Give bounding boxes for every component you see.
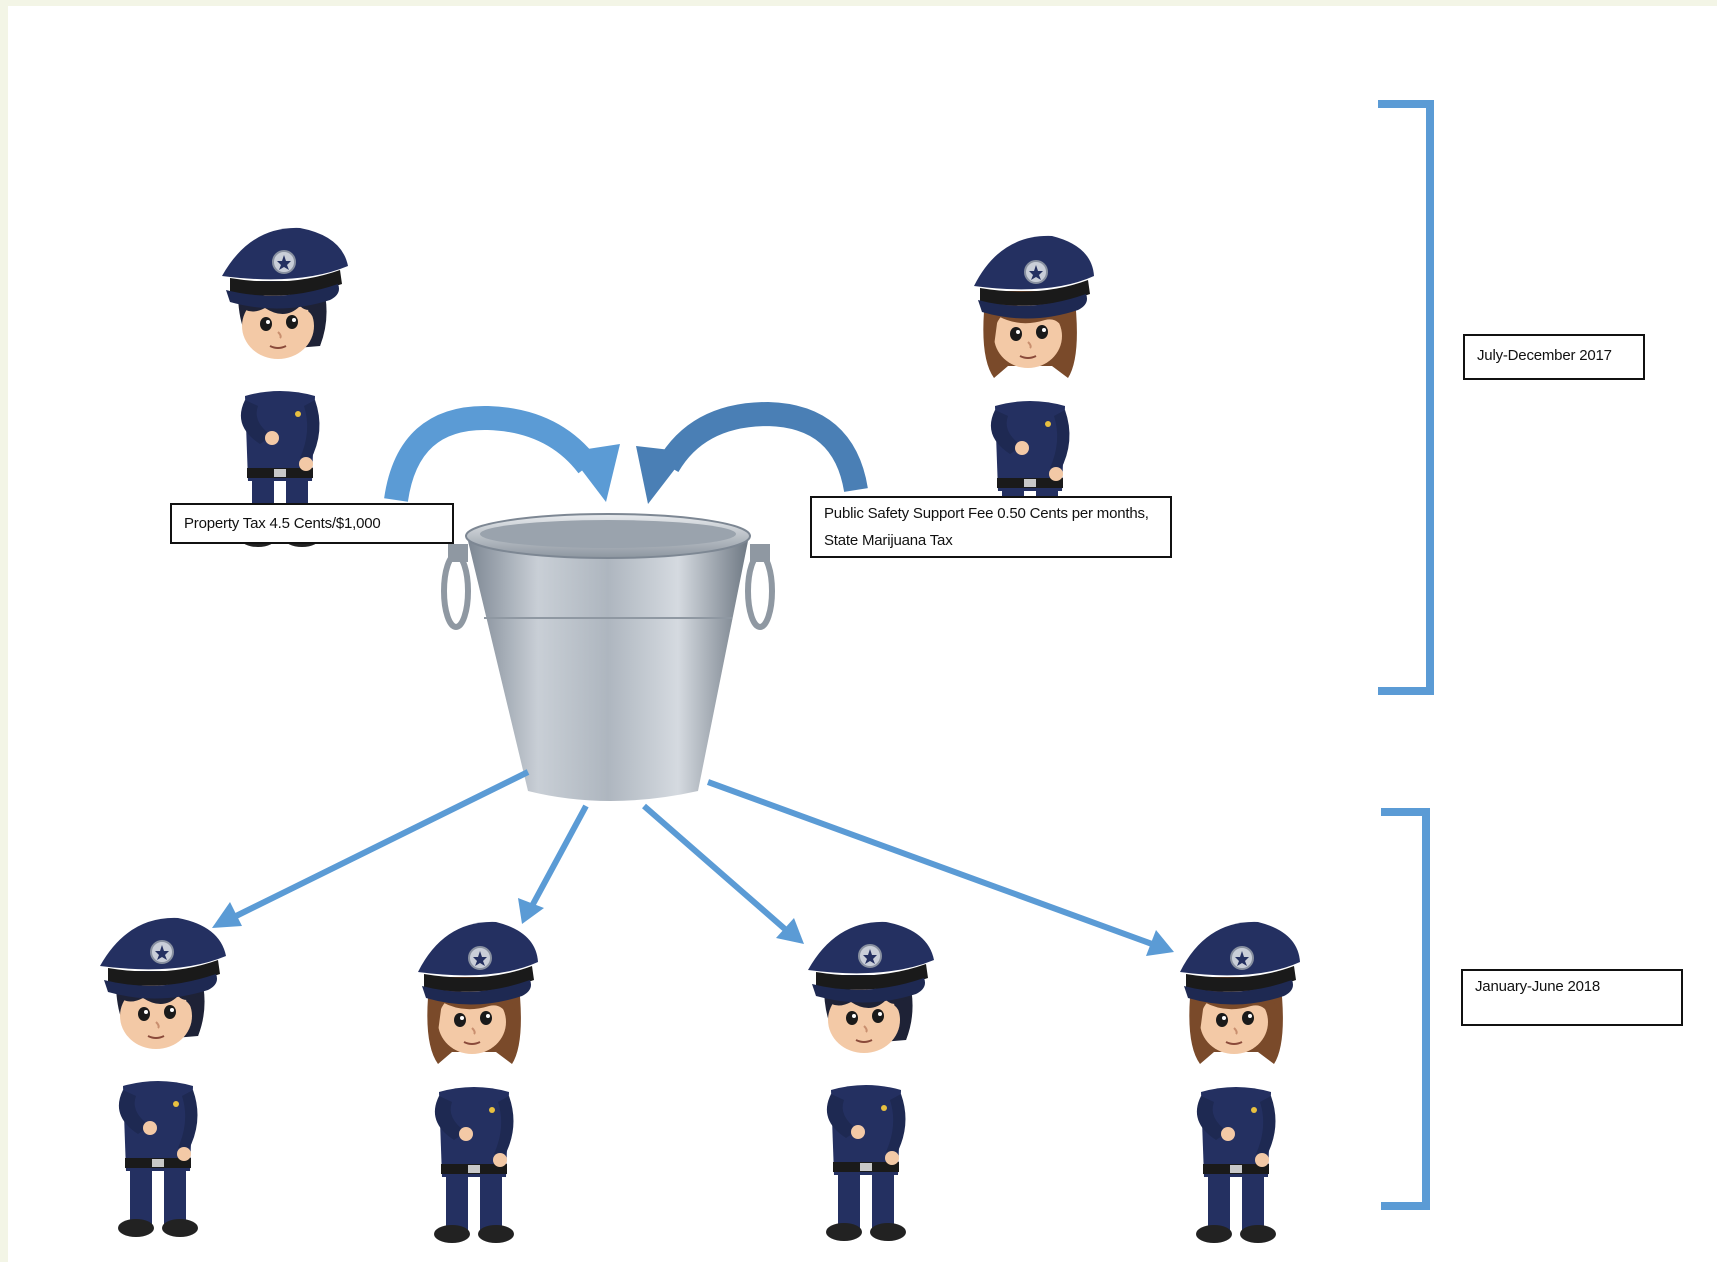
- period-january-june-label: January-June 2018: [1461, 969, 1683, 1026]
- officer-male-top-left-icon: [222, 228, 348, 547]
- officer-male-bottom-1-icon: [100, 918, 226, 1237]
- arrow-property-tax-in: [384, 405, 620, 502]
- arrow-to-officer-2: [518, 804, 589, 924]
- officer-female-bottom-4-icon: [1180, 922, 1300, 1243]
- arrow-to-officer-3: [642, 803, 804, 944]
- arrow-to-officer-4: [706, 779, 1174, 956]
- arrow-public-safety-in: [636, 401, 868, 504]
- bracket-july-december: [1378, 100, 1434, 695]
- officer-male-bottom-3-icon: [808, 922, 934, 1241]
- property-tax-label: Property Tax 4.5 Cents/$1,000: [170, 503, 454, 544]
- public-safety-fee-label: Public Safety Support Fee 0.50 Cents per…: [810, 496, 1172, 558]
- officer-female-bottom-2-icon: [418, 922, 538, 1243]
- slide-canvas: Property Tax 4.5 Cents/$1,000 Public Saf…: [8, 6, 1717, 1262]
- arrow-to-officer-1: [212, 769, 530, 928]
- bracket-january-june: [1381, 808, 1430, 1210]
- bucket-icon: [420, 494, 802, 844]
- period-july-december-label: July-December 2017: [1463, 334, 1645, 380]
- funding-diagram: [8, 100, 1434, 1262]
